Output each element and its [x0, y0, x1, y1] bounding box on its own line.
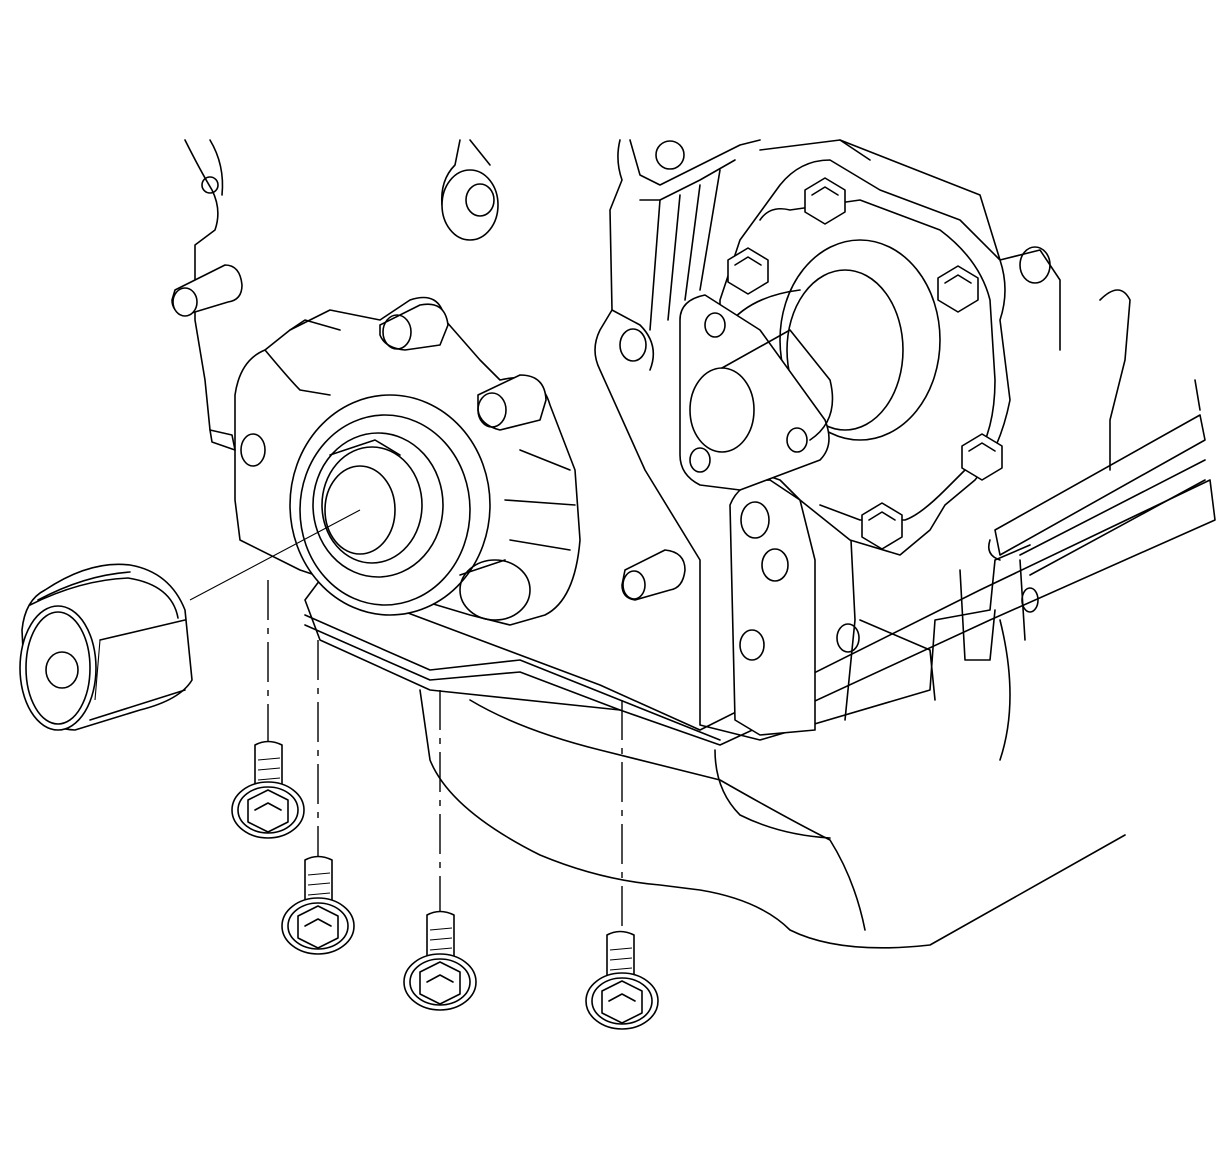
- bolt-2-icon: [281, 855, 355, 955]
- bolt-1-icon: [231, 740, 305, 839]
- bolt-icon: [231, 740, 659, 1030]
- assembly-centerlines: [267, 580, 623, 930]
- oil-filter-adapter-icon: [209, 296, 581, 626]
- oil-filter-icon: [19, 563, 193, 731]
- filter-axis-line: [189, 509, 361, 601]
- bolt-4-icon: [585, 930, 659, 1030]
- bolt-3-icon: [403, 910, 477, 1011]
- engine-block-icon: [171, 139, 1201, 741]
- pump-bolts-icon: [727, 177, 1003, 550]
